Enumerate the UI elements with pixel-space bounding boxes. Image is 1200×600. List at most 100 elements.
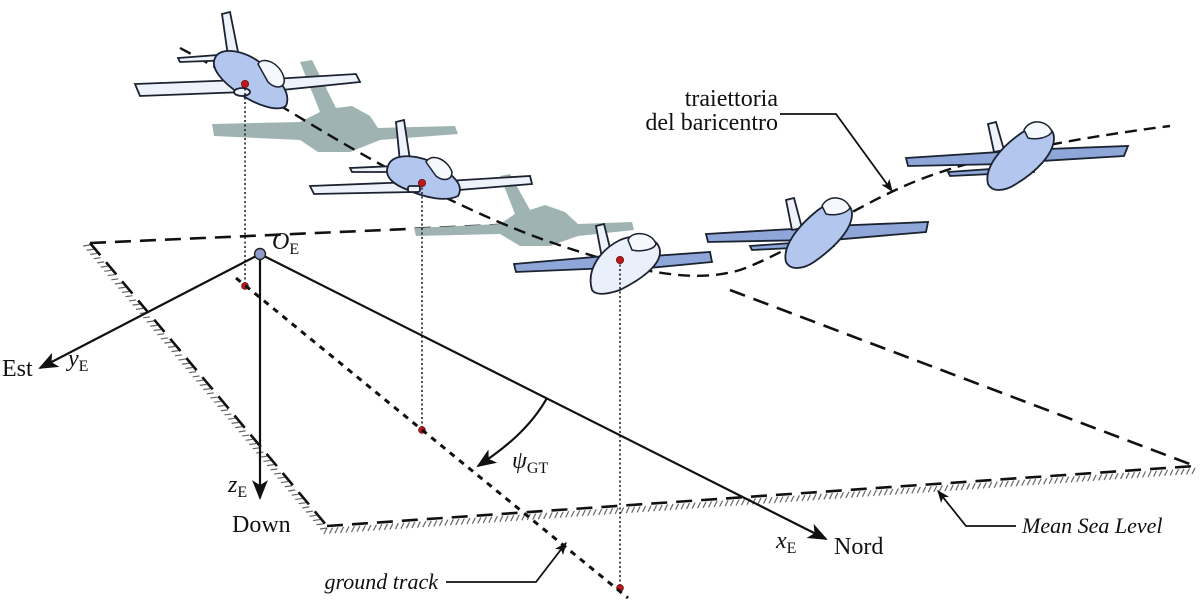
msl-hatch-near: [999, 481, 1004, 488]
msl-hatch-left: [284, 485, 292, 488]
msl-hatch-near: [740, 498, 746, 506]
msl-hatch-left: [203, 388, 211, 391]
ground-track-line: [235, 276, 629, 600]
cg-trajectory: [179, 46, 1171, 277]
msl-hatch-left: [196, 379, 204, 382]
msl-hatch-near: [405, 522, 410, 529]
trajectory-label-line2: del baricentro: [645, 110, 778, 136]
msl-hatch-near: [570, 510, 575, 518]
msl-hatch-near: [817, 493, 822, 501]
msl-hatch-left: [291, 493, 299, 496]
mean-sea-level-plane: [82, 220, 1196, 535]
ground-track-label: ground track: [325, 569, 440, 594]
ground-track-leader: [446, 542, 567, 583]
msl-hatch-near: [988, 481, 993, 489]
msl-hatch-near: [773, 496, 779, 504]
msl-hatch-near: [554, 511, 559, 519]
msl-hatch-left: [167, 345, 175, 348]
aircraft-4: [704, 196, 930, 269]
msl-hatch-near: [1092, 474, 1097, 482]
msl-hatch-near: [345, 526, 350, 533]
msl-hatch-near: [757, 497, 762, 505]
msl-hatch-left: [224, 413, 232, 416]
msl-hatch-near: [944, 484, 949, 492]
msl-hatch-near: [927, 485, 932, 493]
msl-hatch-left: [153, 328, 161, 332]
msl-hatch-near: [1174, 468, 1180, 476]
msl-hatch-left: [242, 434, 250, 437]
msl-hatch-near: [647, 505, 652, 512]
msl-hatch-near: [1114, 473, 1119, 480]
msl-hatch-near: [1037, 478, 1042, 485]
msl-hatch-near: [427, 520, 432, 528]
msl-hatch-left: [121, 290, 129, 294]
msl-hatch-left: [295, 497, 303, 501]
msl-hatch-near: [856, 490, 861, 498]
msl-hatch-near: [631, 506, 636, 514]
msl-hatch-left: [178, 358, 186, 361]
x-axis-direction-label: Nord: [834, 534, 883, 560]
msl-hatch-near: [916, 486, 921, 494]
msl-hatch-left: [213, 400, 221, 403]
msl-hatch-near: [1191, 467, 1196, 475]
msl-hatch-near: [922, 486, 927, 493]
aircraft-1: [133, 10, 362, 110]
msl-hatch-left: [319, 527, 328, 530]
msl-hatch-near: [1032, 478, 1037, 486]
msl-hatch-near: [1103, 473, 1108, 481]
cg-marker-2: [417, 178, 426, 187]
msl-edge-left: [89, 242, 328, 527]
msl-hatch-left: [231, 421, 239, 424]
msl-hatch-near: [1120, 472, 1125, 480]
msl-hatch-near: [548, 512, 553, 519]
msl-hatch-near: [938, 485, 943, 492]
msl-hatch-near: [1076, 475, 1081, 483]
msl-hatch-left: [199, 383, 207, 386]
msl-hatch-left: [164, 341, 172, 344]
msl-edge-far: [89, 220, 567, 245]
msl-hatch-near: [449, 518, 454, 526]
z-axis-direction-label: Down: [232, 512, 291, 538]
msl-hatch-left: [217, 404, 225, 408]
msl-hatch-near: [603, 508, 608, 515]
msl-hatch-left: [227, 417, 236, 420]
msl-hatch-left: [189, 371, 197, 374]
msl-hatch-near: [801, 494, 806, 502]
earth-axes: [38, 247, 828, 540]
msl-hatch-near: [680, 503, 685, 510]
msl-hatch-near: [724, 500, 729, 507]
msl-hatch-left: [82, 244, 91, 247]
msl-hatch-left: [104, 269, 112, 272]
msl-leader: [937, 490, 1016, 527]
msl-hatch-near: [1163, 469, 1169, 477]
msl-hatch-left: [114, 282, 122, 285]
msl-hatch-left: [238, 430, 246, 433]
msl-hatch-near: [1054, 477, 1059, 484]
msl-hatch-near: [625, 506, 630, 514]
msl-hatch-near: [790, 495, 795, 502]
msl-hatch-near: [675, 503, 680, 510]
trajectory-leader: [780, 113, 893, 193]
msl-hatch-left: [181, 362, 190, 365]
aircraft-3: [512, 222, 714, 295]
msl-hatch-near: [1004, 480, 1009, 488]
msl-hatch-left: [210, 396, 218, 399]
msl-hatch-near: [1158, 470, 1163, 477]
msl-hatch-left: [118, 286, 126, 289]
msl-hatch-near: [1087, 474, 1092, 482]
msl-hatch-left: [206, 392, 214, 395]
msl-hatch-left: [302, 506, 310, 509]
msl-hatch-near: [521, 514, 526, 521]
origin-label: OE: [272, 229, 299, 258]
msl-hatch-near: [691, 502, 696, 509]
trajectory-label-line1: traiettoria: [685, 86, 779, 112]
msl-hatch-left: [171, 350, 179, 353]
msl-edge-right: [729, 288, 1196, 468]
msl-hatch-near: [966, 483, 971, 490]
msl-hatch-near: [1015, 479, 1020, 487]
msl-hatch-near: [735, 499, 740, 506]
msl-hatch-near: [477, 517, 482, 524]
msl-hatch-near: [504, 515, 509, 522]
msl-hatch-left: [249, 442, 257, 446]
msl-hatch-near: [592, 509, 597, 516]
